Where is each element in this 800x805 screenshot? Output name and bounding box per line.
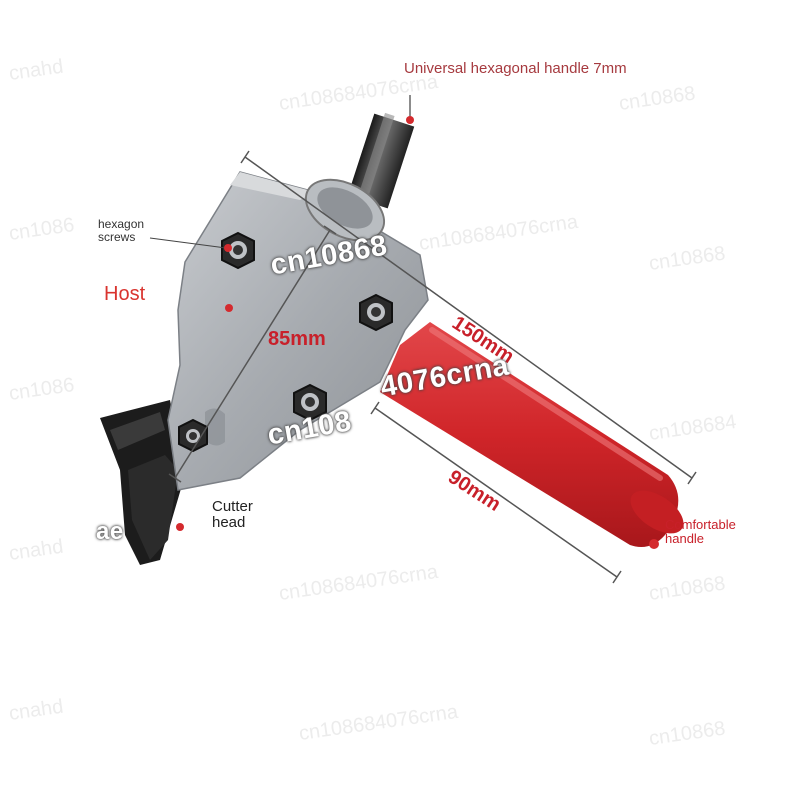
comfortable-handle-line2: handle [665,530,705,546]
hexagon-screws-line2: screws [98,229,136,244]
svg-text:cnahd: cnahd [8,536,65,565]
hex-shaft [347,112,415,209]
dimension-85mm: 85mm [268,328,326,350]
callout-leaders [149,95,659,549]
svg-text:cn10868: cn10868 [618,82,697,114]
cutter-head-label: Cutter head [212,499,253,531]
red-handle [380,322,684,548]
hexagon-screws-label: hexagon screws [98,218,144,243]
svg-text:cn1086: cn1086 [8,214,76,245]
watermark-edge: ae [96,518,124,545]
comfortable-handle-line1: Comfortable [665,517,736,532]
hexagon-screw-icon [178,231,393,453]
cutter-head-line1: Cutter [212,498,253,515]
svg-text:cn108684076crna: cn108684076crna [278,561,441,605]
hex-handle-label: Universal hexagonal handle 7mm [404,60,627,77]
hexagon-screws-line1: hexagon [98,217,145,231]
cutter-blade [100,400,185,565]
svg-text:cnahd: cnahd [8,696,65,725]
svg-text:cn108684: cn108684 [648,411,738,445]
comfortable-handle-label: Comfortable handle [665,518,736,545]
svg-text:cn10868: cn10868 [648,242,727,274]
svg-text:cn108684076crna: cn108684076crna [298,701,461,745]
svg-text:cnahd: cnahd [8,56,65,85]
dimension-lines [168,150,697,584]
svg-text:cn1086: cn1086 [8,374,76,405]
svg-text:cn10868: cn10868 [648,717,727,749]
svg-text:cn10868: cn10868 [648,572,727,604]
svg-text:cn108684076crna: cn108684076crna [278,71,441,115]
svg-text:cn108684076crna: cn108684076crna [418,211,581,255]
cutter-head-line2: head [212,513,246,531]
host-label: Host [104,283,146,305]
